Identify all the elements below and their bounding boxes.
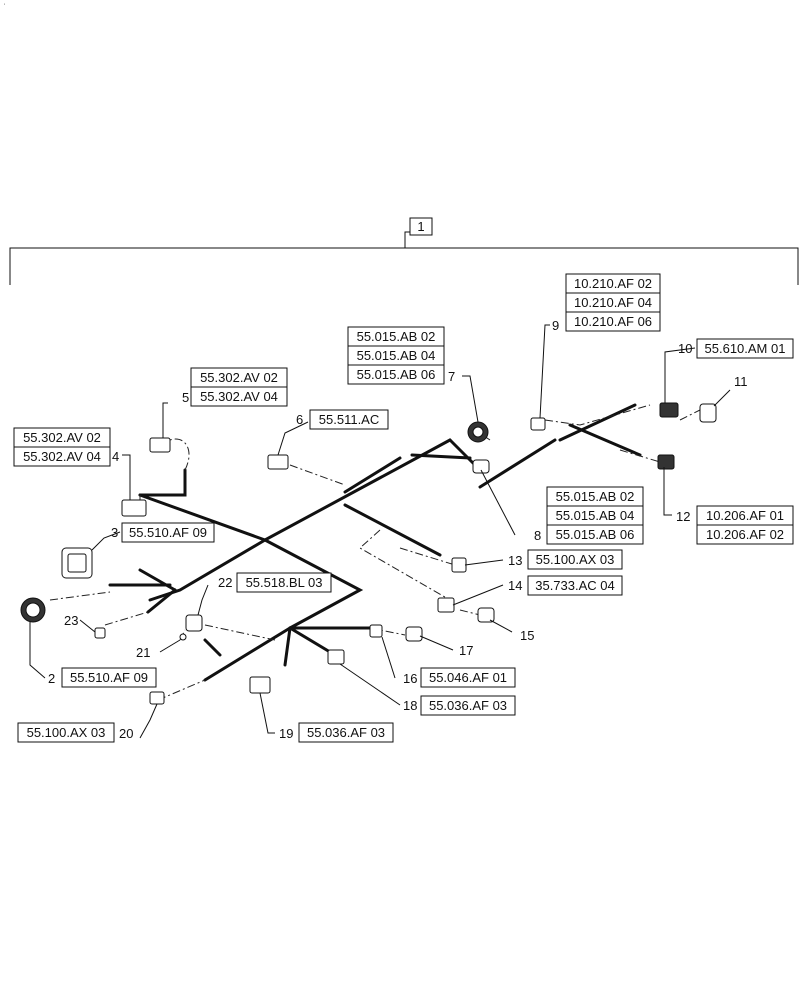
ref-6[interactable]: 55.511.AC [319,412,379,427]
ref-9-a[interactable]: 10.210.AF 02 [574,276,652,291]
corner-mark: ' [4,4,5,10]
ref-7-a[interactable]: 55.015.AB 02 [357,329,436,344]
assembly-callout: 1 [417,219,424,234]
callout-numbers: 5 4 3 6 7 9 10 11 12 8 13 14 15 17 16 18… [48,318,748,741]
connector-14[interactable] [437,597,455,613]
ref-14[interactable]: 35.733.AC 04 [535,578,615,593]
callout-5: 5 [182,390,189,405]
ref-12-a[interactable]: 10.206.AF 01 [706,508,784,523]
ref-4-a[interactable]: 55.302.AV 02 [23,430,101,445]
callout-20: 20 [119,726,133,741]
reference-boxes: 10.210.AF 02 10.210.AF 04 10.210.AF 06 5… [13,273,794,743]
callout-17: 17 [459,643,473,658]
connector-18[interactable] [327,649,345,665]
ref-18[interactable]: 55.036.AF 03 [429,698,507,713]
connector-15[interactable] [477,607,495,623]
callout-14: 14 [508,578,522,593]
callout-16: 16 [403,671,417,686]
ref-5-a[interactable]: 55.302.AV 02 [200,370,278,385]
connector-23[interactable] [94,627,106,639]
assembly-callout-box[interactable] [409,217,433,236]
harness-wires [108,403,642,682]
connectors [20,402,717,705]
callout-2: 2 [48,671,55,686]
connector-22[interactable] [185,614,203,632]
callout-7: 7 [448,369,455,384]
connector-5[interactable] [149,437,171,453]
ref-16[interactable]: 55.046.AF 01 [429,670,507,685]
callout-21: 21 [136,645,150,660]
connector-6[interactable] [267,454,289,470]
ref-22[interactable]: 55.518.BL 03 [246,575,323,590]
connector-16[interactable] [369,624,383,638]
ref-9-c[interactable]: 10.210.AF 06 [574,314,652,329]
callout-6: 6 [296,412,303,427]
connector-17[interactable] [405,626,423,642]
callout-3: 3 [111,525,118,540]
connector-21[interactable] [179,633,187,641]
ref-5-b[interactable]: 55.302.AV 04 [200,389,278,404]
connector-4[interactable] [121,499,147,517]
ref-8-a[interactable]: 55.015.AB 02 [556,489,635,504]
leader-lines [29,324,731,739]
ref-4-b[interactable]: 55.302.AV 04 [23,449,101,464]
ref-7-c[interactable]: 55.015.AB 06 [357,367,436,382]
connector-20[interactable] [149,691,165,705]
ref-20[interactable]: 55.100.AX 03 [27,725,106,740]
callout-13: 13 [508,553,522,568]
callout-23: 23 [64,613,78,628]
connector-19[interactable] [249,676,271,694]
callout-15: 15 [520,628,534,643]
callout-11: 11 [734,374,748,389]
connector-12[interactable] [657,454,675,470]
ref-3[interactable]: 55.510.AF 09 [129,525,207,540]
ref-2[interactable]: 55.510.AF 09 [70,670,148,685]
ref-19[interactable]: 55.036.AF 03 [307,725,385,740]
callout-18: 18 [403,698,417,713]
ref-8-c[interactable]: 55.015.AB 06 [556,527,635,542]
connector-11[interactable] [699,403,717,423]
ref-8-b[interactable]: 55.015.AB 04 [556,508,635,523]
ref-12-b[interactable]: 10.206.AF 02 [706,527,784,542]
connector-8[interactable] [472,459,490,474]
connector-13[interactable] [451,557,467,573]
ref-13[interactable]: 55.100.AX 03 [536,552,615,567]
callout-12: 12 [676,509,690,524]
callout-19: 19 [279,726,293,741]
callout-9: 9 [552,318,559,333]
ref-7-b[interactable]: 55.015.AB 04 [357,348,436,363]
callout-8: 8 [534,528,541,543]
callout-10: 10 [678,341,692,356]
assembly-bracket: 1 [9,217,799,285]
connector-10[interactable] [659,402,679,418]
callout-22: 22 [218,575,232,590]
ref-10[interactable]: 55.610.AM 01 [705,341,786,356]
connector-9[interactable] [530,417,546,431]
callout-4: 4 [112,449,119,464]
ref-9-b[interactable]: 10.210.AF 04 [574,295,652,310]
